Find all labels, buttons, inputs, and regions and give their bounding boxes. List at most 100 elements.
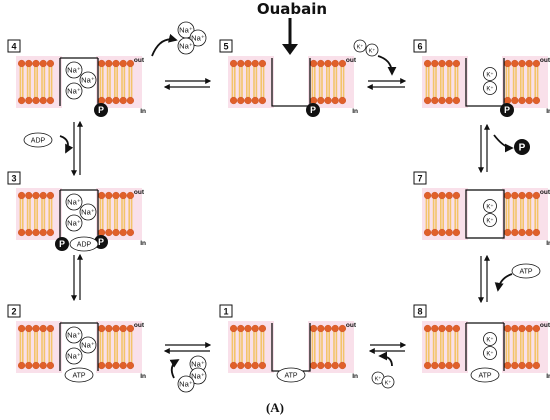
lipid-head (119, 228, 127, 237)
atp-molecule (64, 367, 94, 383)
out-label: out (540, 57, 550, 64)
lipid-head (431, 96, 439, 105)
lipid-head (32, 191, 40, 200)
na-binding-arrow (169, 359, 180, 379)
lipid-head (504, 191, 512, 200)
lipid-head (119, 59, 127, 68)
lipid-head (331, 361, 339, 370)
lipid-head (532, 324, 541, 333)
sodium-ion (65, 193, 83, 211)
lipid-head (105, 228, 113, 237)
lipid-head (518, 228, 526, 237)
released-potassium-ion (381, 375, 395, 389)
k-binding-arrow (377, 55, 397, 76)
lipid-head (32, 361, 40, 370)
sodium-ion (79, 336, 97, 354)
lipid-head (39, 59, 47, 68)
lipid-head (230, 361, 238, 370)
sodium-ion (65, 347, 83, 365)
released-potassium-ion-label: K⁺ (375, 376, 382, 383)
na-release-arrow (151, 33, 178, 57)
lipid-head (504, 324, 512, 333)
lipid-head (504, 96, 512, 105)
pump-state-8: 8outInK⁺K⁺ATP (413, 304, 550, 383)
figure-caption: (A) (265, 400, 285, 415)
lipid-head (518, 96, 526, 105)
lipid-head (438, 361, 446, 370)
lipid-head (18, 191, 26, 200)
sodium-ion-label: Na⁺ (67, 352, 81, 361)
lipid-head (525, 228, 533, 237)
lipid-head (46, 361, 55, 370)
lipid-head (39, 228, 47, 237)
lipid-head (46, 59, 55, 68)
potassium-ion (483, 213, 497, 227)
binding-sodium-ion-label: Na⁺ (191, 372, 205, 381)
lipid-head (452, 361, 461, 370)
lipid-head (324, 96, 332, 105)
lipid-head (126, 361, 134, 370)
atp-binding-arrow (494, 273, 513, 292)
lipid-head (338, 324, 347, 333)
sodium-ion (65, 326, 83, 344)
lipid-head (97, 361, 106, 370)
potassium-ion (483, 67, 497, 81)
binding-potassium-ion-label: K⁺ (369, 48, 376, 55)
lipid-head (258, 361, 267, 370)
lipid-head (424, 59, 432, 68)
lipid-head (258, 324, 267, 333)
atp-molecule-label: ATP (72, 372, 85, 379)
lipid-head (230, 59, 238, 68)
lipid-head (518, 361, 526, 370)
atp-molecule (470, 367, 500, 383)
step-number-box (7, 304, 21, 318)
lipid-head (25, 324, 33, 333)
lipid-head (244, 324, 252, 333)
sodium-ion-label: Na⁺ (67, 87, 81, 96)
pump-cycle-diagram: 4outInNa⁺Na⁺Na⁺P5outInP6outInK⁺K⁺P3outIn… (7, 18, 550, 393)
in-label: In (352, 373, 358, 380)
lipid-head (424, 191, 432, 200)
adp-molecule-label: ADP (77, 241, 92, 248)
binding-potassium-ion (365, 43, 379, 57)
out-label: out (540, 189, 550, 196)
lipid-head (112, 324, 120, 333)
lipid-head (97, 59, 106, 68)
lipid-head (230, 324, 238, 333)
lipid-head (331, 59, 339, 68)
potassium-ion-label: K⁺ (486, 351, 493, 358)
lipid-head (452, 59, 461, 68)
lipid-head (126, 191, 134, 200)
lipid-head (525, 324, 533, 333)
atp-molecule-label: ATP (478, 372, 491, 379)
sodium-ion-label: Na⁺ (81, 208, 95, 217)
potassium-ion (483, 346, 497, 360)
step-number-box (413, 39, 427, 53)
binding-potassium-ion (353, 39, 367, 53)
lipid-head (317, 361, 325, 370)
ouabain-arrowhead (282, 44, 298, 55)
pump-channel (465, 322, 505, 371)
lipid-head (445, 96, 453, 105)
lipid-head (105, 361, 113, 370)
phosphate-icon (55, 237, 69, 251)
out-label: out (134, 189, 145, 196)
lipid-head (32, 96, 40, 105)
lipid-head (126, 59, 134, 68)
step-number-box (219, 304, 233, 318)
lipid-head (25, 361, 33, 370)
lipid-head (525, 191, 533, 200)
lipid-head (25, 96, 33, 105)
lipid-head (518, 191, 526, 200)
pump-state-6: 6outInK⁺K⁺P (413, 39, 550, 117)
lipid-head (445, 324, 453, 333)
released-potassium-ion-label: K⁺ (385, 380, 392, 387)
lipid-head (112, 361, 120, 370)
lipid-head (431, 361, 439, 370)
phosphate-label: P (98, 237, 104, 247)
released-phosphate-icon (514, 139, 530, 155)
lipid-head (310, 324, 318, 333)
lipid-head (452, 191, 461, 200)
lipid-head (532, 228, 541, 237)
